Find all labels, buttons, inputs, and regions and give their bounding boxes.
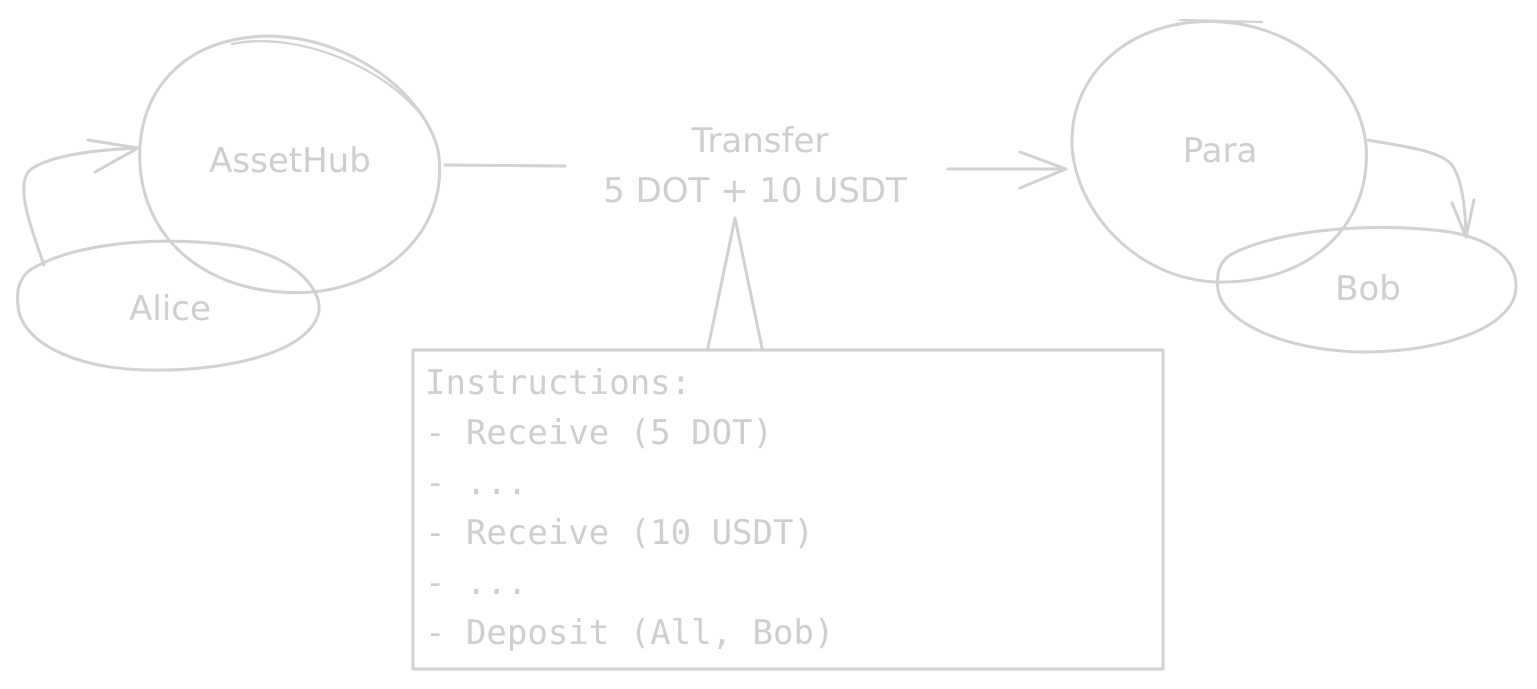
- alice-node: Alice: [16, 239, 321, 372]
- instruction-line: - ...: [425, 463, 527, 503]
- bob-label: Bob: [1335, 269, 1401, 309]
- bob-node: Bob: [1216, 225, 1518, 354]
- instruction-line: - Receive (10 USDT): [425, 513, 814, 553]
- transfer-arrow: [443, 150, 1068, 190]
- instruction-line: - ...: [425, 563, 527, 603]
- para-to-bob-arrow: [1366, 138, 1476, 239]
- transfer-amount: 5 DOT + 10 USDT: [603, 171, 907, 211]
- instructions-box: Instructions: - Receive (5 DOT) - ... - …: [411, 348, 1165, 671]
- instruction-line: - Deposit (All, Bob): [425, 613, 834, 653]
- callout-pointer: [706, 216, 764, 350]
- assethub-label: AssetHub: [209, 141, 371, 181]
- transfer-title: Transfer: [691, 121, 829, 161]
- para-node: Para: [1070, 18, 1368, 284]
- assethub-node: AssetHub: [138, 34, 442, 295]
- instructions-heading: Instructions:: [425, 363, 691, 403]
- para-label: Para: [1183, 131, 1258, 171]
- alice-to-assethub-arrow: [22, 138, 140, 267]
- instruction-line: - Receive (5 DOT): [425, 413, 773, 453]
- alice-label: Alice: [129, 289, 211, 329]
